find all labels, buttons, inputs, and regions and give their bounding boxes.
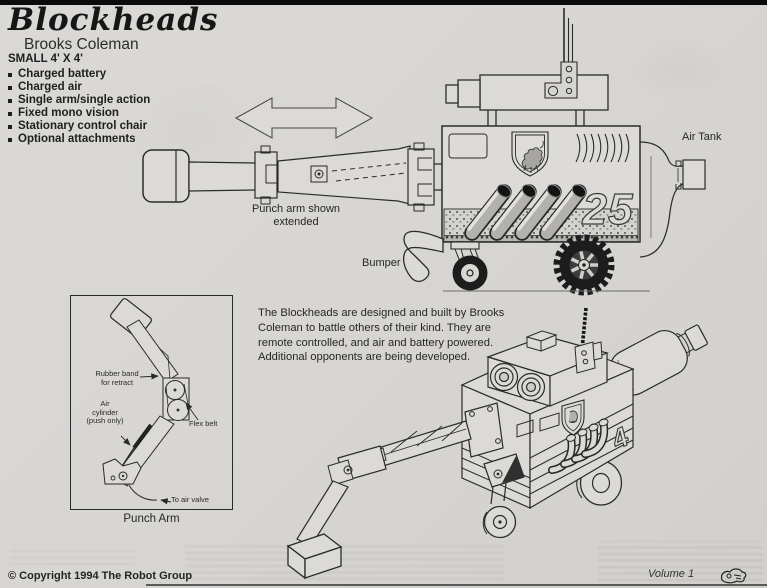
spec-item: Fixed mono vision	[8, 107, 238, 120]
author-name: Brooks Coleman	[24, 36, 139, 53]
spec-item: Charged battery	[8, 68, 238, 81]
description-line: remote controlled, and air and battery p…	[258, 336, 494, 349]
caster-wheel	[450, 241, 488, 291]
spec-item: Stationary control chair	[8, 120, 238, 133]
antenna	[580, 307, 588, 351]
spec-item: Optional attachments	[8, 133, 238, 146]
spec-item-label: Charged air	[18, 81, 82, 93]
vent-lines	[575, 133, 630, 163]
description-paragraph: The Blockheads are designed and built by…	[258, 306, 530, 365]
air-tank-label: Air Tank	[682, 131, 722, 143]
label-line: cylinder	[92, 407, 118, 417]
robot-number-25: 25	[582, 185, 634, 234]
label-line: (push only)	[86, 416, 124, 425]
bullet-square-icon	[8, 98, 12, 103]
spec-item-label: Fixed mono vision	[18, 107, 119, 119]
description-line: The Blockheads are designed and built by…	[258, 307, 505, 319]
robot-group-logo-icon	[720, 568, 747, 584]
punch-arm-extended-caption: Punch arm shown extended	[221, 203, 371, 229]
punch-arm-extended	[142, 142, 442, 212]
head-unit	[486, 307, 609, 407]
spec-item-label: Charged battery	[18, 68, 107, 80]
punch-arm-perspective	[286, 402, 504, 580]
description-line: Additional opponents are being developed…	[258, 351, 471, 364]
air-tank-bottle	[639, 141, 706, 258]
side-view-drawing: 25	[142, 8, 706, 296]
label-line: for retract	[100, 377, 134, 387]
exhaust-pipes	[464, 184, 587, 241]
drive-wheel	[553, 234, 615, 296]
antenna-wires	[563, 8, 574, 63]
bullet-square-icon	[8, 85, 12, 90]
specs-list: SMALL 4' X 4' Charged battery Charged ai…	[8, 53, 238, 146]
punch-arm-mechanism-drawing	[102, 298, 199, 505]
bullet-square-icon	[8, 72, 12, 77]
bumper-hook	[403, 230, 444, 283]
bullet-square-icon	[8, 111, 12, 116]
description-line: Coleman to battle others of their kind. …	[258, 321, 491, 334]
scan-edge-bar	[0, 0, 767, 5]
rubber-band-label: Rubber band for retract	[93, 369, 141, 387]
perspective-view-drawing: 4	[286, 307, 708, 580]
caster-wheel-perspective	[482, 453, 525, 539]
label-line: Rubber band	[95, 369, 139, 378]
exhaust-pipes-perspective	[548, 418, 609, 474]
spec-item: Charged air	[8, 81, 238, 94]
volume-label: Volume 1	[648, 568, 695, 580]
air-cylinder-label: Air cylinder (push only)	[83, 399, 127, 426]
fist-block	[142, 149, 190, 203]
lion-shield-emblem	[511, 131, 549, 177]
punch-arm-inset: Rubber band for retract Air cylinder (pu…	[70, 295, 233, 510]
spec-item-label: Single arm/single action	[18, 94, 151, 106]
air-valve-label: To air valve	[171, 495, 209, 504]
caption-line: Punch arm shown	[251, 203, 341, 215]
label-line: Air	[100, 399, 110, 408]
double-arrow-icon	[234, 97, 374, 139]
spec-item: Single arm/single action	[8, 94, 238, 107]
camera-eyes	[489, 362, 546, 402]
specs-heading: SMALL 4' X 4'	[8, 53, 83, 65]
spec-item-label: Stationary control chair	[18, 120, 148, 132]
bullet-square-icon	[8, 137, 12, 142]
flex-belt-label: Flex belt	[189, 419, 218, 428]
bumper-label: Bumper	[362, 257, 401, 269]
copyright-notice: © Copyright 1994 The Robot Group	[8, 570, 193, 582]
knight-shield-emblem	[561, 399, 585, 436]
punch-arm-inset-caption: Punch Arm	[123, 513, 180, 525]
camera-unit	[445, 61, 609, 126]
spec-item-label: Optional attachments	[18, 133, 136, 145]
bullet-square-icon	[8, 124, 12, 129]
page-title: Blockheads	[8, 2, 219, 38]
footer-rule	[146, 584, 767, 586]
caption-line: extended	[273, 216, 319, 228]
